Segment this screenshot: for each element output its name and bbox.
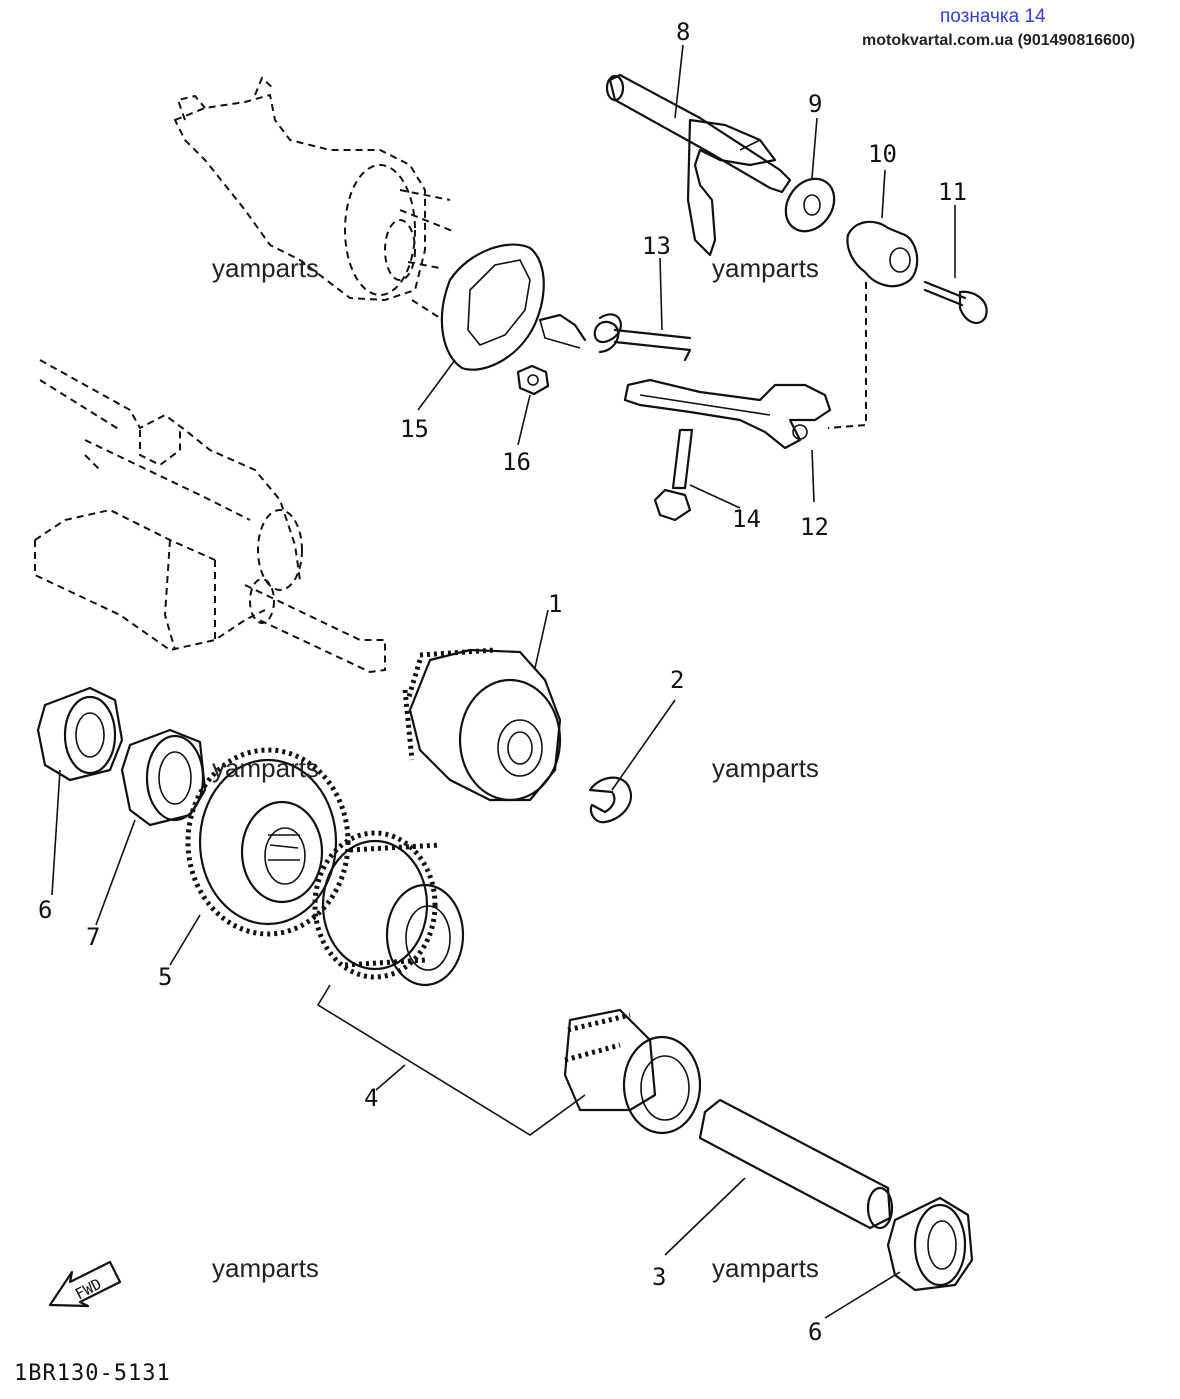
callout-1: 1 bbox=[548, 590, 562, 618]
callout-14: 14 bbox=[732, 505, 761, 533]
callout-11: 11 bbox=[938, 178, 967, 206]
part-15-gasket bbox=[440, 243, 545, 371]
header-source: motokvartal.com.ua (901490816600) bbox=[862, 32, 1135, 49]
callout-4: 4 bbox=[364, 1084, 378, 1112]
callout-16: 16 bbox=[502, 448, 531, 476]
watermark-1: yamparts bbox=[212, 253, 319, 283]
part-11-screw bbox=[923, 280, 988, 325]
diagram-code: 1BR130-5131 bbox=[14, 1361, 171, 1386]
callout-15: 15 bbox=[400, 415, 429, 443]
callout-3: 3 bbox=[652, 1263, 666, 1291]
callout-10: 10 bbox=[868, 140, 897, 168]
fwd-arrow-icon: FWD bbox=[48, 1260, 122, 1308]
part-14-pivot-bolt bbox=[653, 428, 694, 522]
watermark-2: yamparts bbox=[712, 253, 819, 283]
part-2-circlip bbox=[588, 776, 633, 824]
part-16-nut bbox=[516, 364, 550, 396]
callout-8: 8 bbox=[676, 18, 690, 46]
callout-9: 9 bbox=[808, 90, 822, 118]
part-8-shift-fork bbox=[605, 73, 792, 257]
callout-7: 7 bbox=[86, 923, 100, 951]
watermark-5: yamparts bbox=[212, 1253, 319, 1283]
watermark-6: yamparts bbox=[712, 1253, 819, 1283]
part-3-shaft bbox=[698, 1098, 894, 1230]
callout-5: 5 bbox=[158, 963, 172, 991]
assembly-line-10-12 bbox=[827, 282, 867, 429]
part-6-bearing-right bbox=[886, 1196, 974, 1292]
part-6-bearing-left bbox=[36, 686, 124, 782]
part-4-double-gear bbox=[312, 830, 465, 987]
callout-2: 2 bbox=[670, 666, 684, 694]
starter-motor-body bbox=[34, 359, 386, 674]
solenoid-housing bbox=[173, 76, 456, 319]
part-13-spring bbox=[538, 313, 692, 362]
part-9-washer bbox=[784, 177, 836, 233]
callout-12: 12 bbox=[800, 513, 829, 541]
part-10-collar bbox=[846, 220, 919, 288]
part-12-lever bbox=[623, 378, 832, 450]
part-7-washer bbox=[120, 728, 207, 827]
callout-6-left: 6 bbox=[38, 896, 52, 924]
watermark-4: yamparts bbox=[712, 753, 819, 783]
leader-lines bbox=[51, 44, 956, 1319]
callout-13: 13 bbox=[642, 232, 671, 260]
watermark-3: yamparts bbox=[212, 753, 319, 783]
part-4-splined-hub bbox=[563, 1008, 702, 1135]
header-title[interactable]: позначка 14 bbox=[940, 6, 1046, 27]
callout-6-right: 6 bbox=[808, 1318, 822, 1346]
part-1-starter-clutch bbox=[402, 647, 562, 802]
